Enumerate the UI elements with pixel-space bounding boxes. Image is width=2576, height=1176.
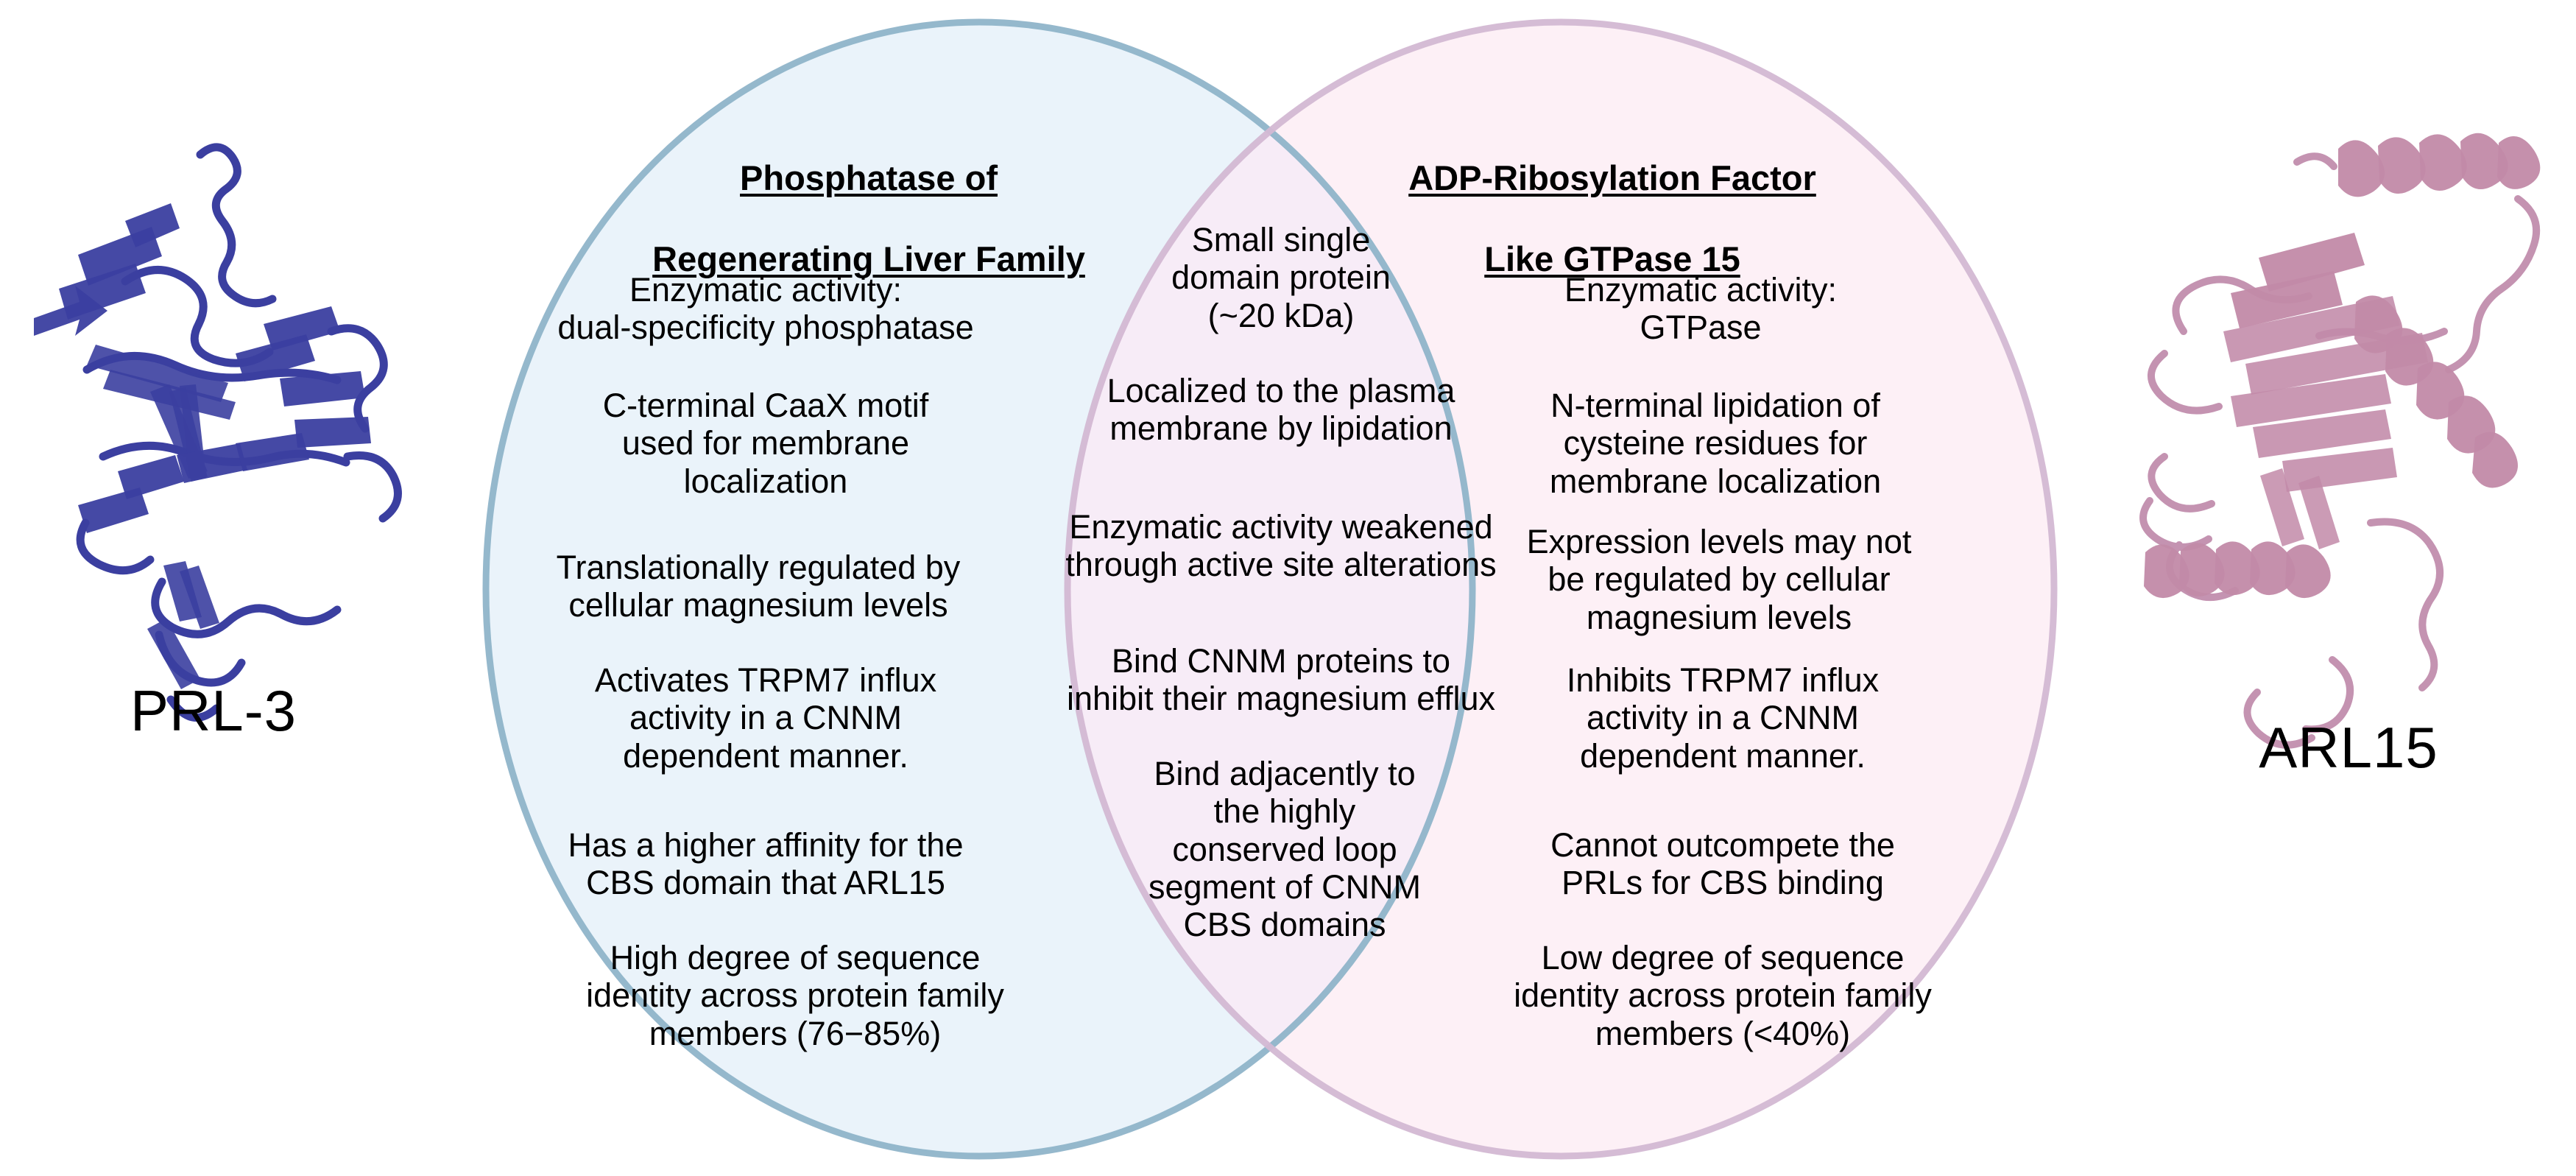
center-item-2: Enzymatic activity weakened through acti… xyxy=(1065,508,1497,584)
left-item-4: Has a higher affinity for the CBS domain… xyxy=(568,826,964,902)
center-item-3: Bind CNNM proteins to inhibit their magn… xyxy=(1067,642,1495,718)
center-item-4: Bind adjacently to the highly conserved … xyxy=(1148,755,1422,944)
right-protein-label: ARL15 xyxy=(2259,715,2438,780)
left-circle-title: Phosphatase of Regenerating Liver Family xyxy=(633,118,1104,320)
right-circle-title: ADP-Ribosylation Factor Like GTPase 15 xyxy=(1377,118,1848,320)
prl3-ribbon-structure-icon xyxy=(34,143,402,722)
left-item-3: Activates TRPM7 influx activity in a CNN… xyxy=(594,661,937,775)
arl15-ribbon-structure-icon xyxy=(2139,133,2541,749)
right-item-2: Expression levels may not be regulated b… xyxy=(1526,523,1912,636)
left-title-line-2: Regenerating Liver Family xyxy=(652,239,1085,278)
right-item-1: N-terminal lipidation of cysteine residu… xyxy=(1549,387,1882,500)
left-protein-panel: PRL-3 xyxy=(15,110,412,773)
left-item-5: High degree of sequence identity across … xyxy=(586,939,1004,1052)
left-title-line-1: Phosphatase of xyxy=(740,158,998,197)
left-item-1: C-terminal CaaX motif used for membrane … xyxy=(602,387,929,500)
left-item-0: Enzymatic activity: dual-specificity pho… xyxy=(557,271,974,347)
center-item-0: Small single domain protein (~20 kDa) xyxy=(1171,221,1391,334)
right-item-3: Inhibits TRPM7 influx activity in a CNNM… xyxy=(1566,661,1880,775)
right-item-4: Cannot outcompete the PRLs for CBS bindi… xyxy=(1550,826,1895,902)
right-title-line-1: ADP-Ribosylation Factor xyxy=(1408,158,1816,197)
left-item-2: Translationally regulated by cellular ma… xyxy=(556,549,961,624)
right-protein-panel: ARL15 xyxy=(2135,110,2562,847)
left-set-outline xyxy=(482,18,1476,1160)
left-protein-label: PRL-3 xyxy=(130,678,297,743)
overlap-region xyxy=(1068,22,1472,1156)
right-set-outline xyxy=(1064,18,2058,1160)
right-item-5: Low degree of sequence identity across p… xyxy=(1514,939,1932,1052)
right-item-0: Enzymatic activity: GTPase xyxy=(1564,271,1838,347)
center-item-1: Localized to the plasma membrane by lipi… xyxy=(1107,372,1455,448)
right-title-line-2: Like GTPase 15 xyxy=(1484,239,1740,278)
